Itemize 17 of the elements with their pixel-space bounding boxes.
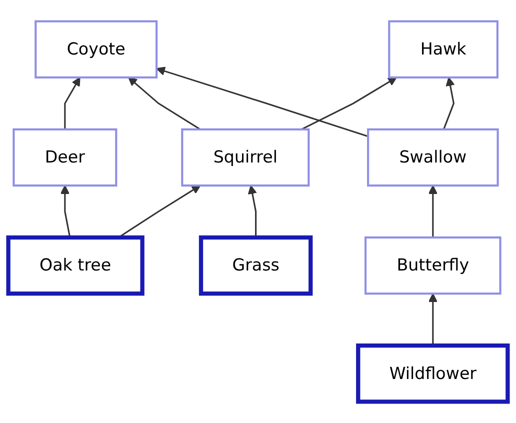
- arrow: [428, 185, 438, 238]
- node-box: Butterfly: [364, 236, 502, 295]
- arrow: [128, 77, 201, 130]
- node-box: Deer: [12, 128, 118, 187]
- node-box: Squirrel: [181, 128, 310, 187]
- node-box: Wildflower: [356, 344, 510, 404]
- node-box: Grass: [198, 235, 313, 296]
- node-box: Hawk: [388, 20, 498, 78]
- arrow: [248, 185, 257, 238]
- arrow: [156, 66, 368, 138]
- arrow: [428, 293, 438, 346]
- arrow: [64, 77, 80, 130]
- node-box: Oak tree: [6, 235, 144, 296]
- arrow: [301, 77, 397, 130]
- arrow: [442, 77, 455, 130]
- node-box: Coyote: [34, 20, 158, 78]
- node-box: Swallow: [367, 128, 499, 187]
